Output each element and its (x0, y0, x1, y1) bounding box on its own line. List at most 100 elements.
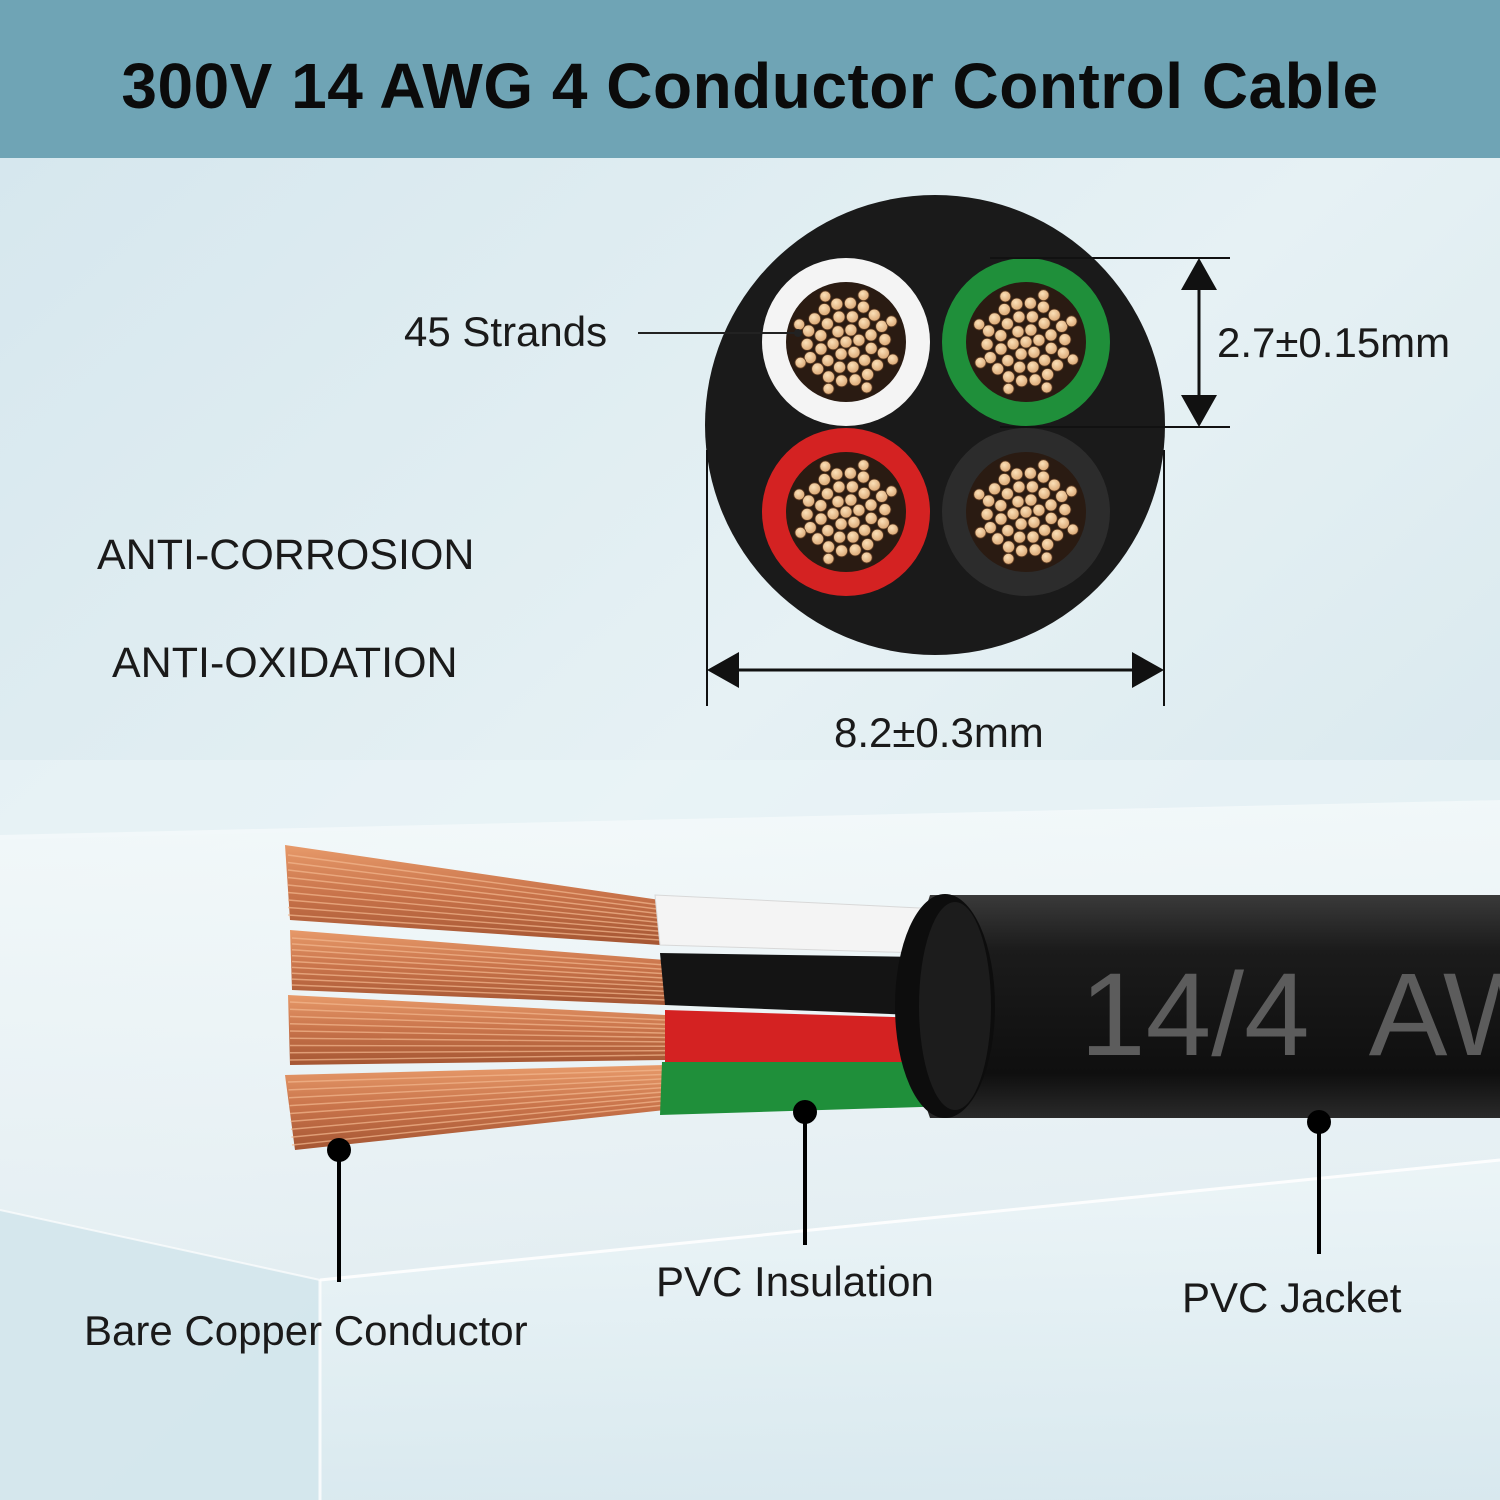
copper-strand-line (289, 1086, 666, 1115)
copper-strand (830, 467, 844, 481)
copper-strand-line (287, 1069, 666, 1083)
copper-strand (1058, 333, 1072, 347)
copper-strand (826, 337, 840, 351)
copper-strand (1066, 523, 1079, 536)
callout-conductor (327, 1138, 351, 1282)
copper-strand (852, 503, 866, 517)
copper-strand (846, 360, 860, 374)
copper-strand (980, 337, 994, 351)
title-banner: 300V 14 AWG 4 Conductor Control Cable (0, 0, 1500, 158)
copper-strand (864, 498, 878, 512)
copper-strand (1044, 341, 1058, 355)
copper-strand (974, 526, 987, 539)
copper-strand (998, 303, 1011, 316)
copper-strand (858, 523, 871, 537)
callout-jacket (1307, 1110, 1331, 1254)
copper-strand (994, 342, 1008, 356)
copper-strand (982, 324, 995, 338)
copper-strand-line (289, 1082, 666, 1107)
copper-strand (1065, 315, 1078, 328)
copper-strand (811, 362, 825, 376)
copper-strand (885, 485, 898, 498)
copper-strand (834, 347, 848, 361)
copper-strand (1027, 345, 1041, 359)
copper-strand (1047, 308, 1061, 322)
copper-strand (861, 538, 874, 551)
copper-strand-line (289, 1049, 666, 1054)
copper-strand (1058, 503, 1072, 517)
copper-strand-line (289, 1054, 666, 1061)
copper-strand (877, 346, 890, 360)
copper-strand (821, 354, 835, 368)
copper-strand-line (291, 954, 666, 979)
bare-copper-wires (285, 845, 666, 1150)
copper-strand (973, 318, 986, 331)
copper-strand (857, 486, 871, 500)
callout-insulation (793, 1100, 817, 1245)
copper-strand (846, 310, 859, 324)
copper-strand (1024, 466, 1037, 480)
copper-strand-line (290, 1095, 666, 1130)
copper-strand (839, 335, 853, 349)
copper-strand-line (287, 861, 661, 911)
copper-strand-line (291, 966, 666, 988)
copper-strand (858, 353, 871, 367)
copper-strand (1006, 337, 1020, 351)
copper-strand (844, 493, 858, 507)
copper-strand (835, 544, 848, 558)
copper-strand (1040, 551, 1053, 564)
copper-strand (1001, 317, 1014, 331)
copper-strand (1014, 517, 1028, 531)
copper-strand (1026, 530, 1040, 544)
copper-strand (1026, 480, 1039, 494)
copper-strand (994, 512, 1008, 526)
copper-strand (803, 521, 817, 534)
copper-strand (821, 524, 835, 537)
copper-strand (793, 488, 806, 501)
copper-strand (994, 329, 1008, 343)
copper-strand (1014, 347, 1028, 361)
copper-strand (1037, 470, 1050, 484)
copper-strand (1044, 328, 1058, 342)
copper-strand (1038, 353, 1051, 367)
copper-strand (860, 381, 873, 394)
copper-strand (980, 508, 994, 521)
copper-strand (857, 316, 871, 330)
copper-strand (847, 515, 861, 529)
dimension-arrow-right (1132, 652, 1164, 688)
copper-strand (830, 297, 844, 311)
copper-strand (982, 494, 995, 508)
copper-strand (834, 517, 848, 531)
copper-strand (852, 333, 866, 347)
copper-strand (983, 521, 997, 534)
copper-strand (860, 551, 873, 564)
copper-strand (999, 460, 1012, 473)
copper-strand (1044, 512, 1058, 525)
copper-strand (848, 373, 862, 387)
copper-strand-line (291, 960, 666, 984)
copper-strand (1065, 485, 1078, 498)
copper-strand-line (287, 876, 661, 919)
copper-strand-line (287, 884, 661, 924)
copper-strand (831, 495, 845, 509)
copper-strand (1057, 346, 1070, 360)
copper-strand (1028, 543, 1042, 557)
copper-strand (857, 300, 870, 314)
copper-strand (1012, 310, 1026, 324)
copper-strand (814, 499, 828, 513)
copper-strand (833, 360, 846, 374)
copper-strand (1055, 489, 1069, 503)
copper-strand (846, 480, 859, 494)
copper-strand (1024, 493, 1038, 507)
copper-strand (831, 325, 845, 339)
copper-strand-line (287, 914, 661, 941)
copper-strand (1057, 516, 1070, 530)
copper-strand-line (289, 1001, 666, 1021)
copper-strand (1015, 374, 1028, 388)
copper-strand (864, 328, 878, 342)
copper-strand (1032, 503, 1046, 517)
copper-strand-line (288, 1078, 666, 1099)
copper-strand-line (291, 1104, 666, 1146)
copper-strand-line (287, 869, 661, 915)
